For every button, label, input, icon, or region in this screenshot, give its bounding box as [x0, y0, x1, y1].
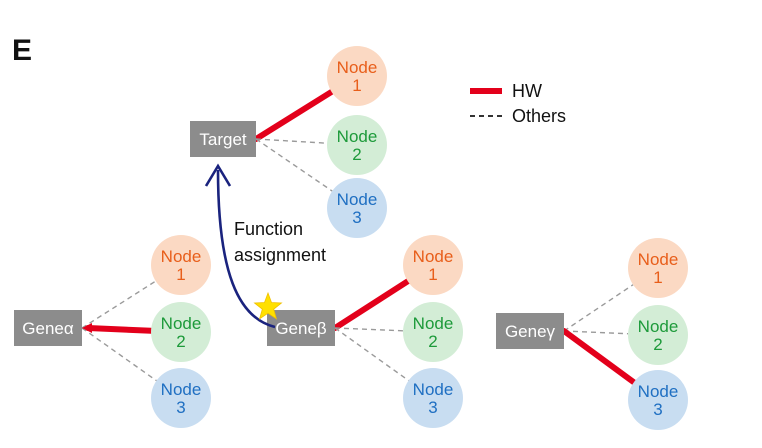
node-label-target-1-line1: Node — [337, 58, 378, 77]
gene-groups: TargetNode1Node2Node3GeneαNode1Node2Node… — [14, 46, 688, 430]
node-label-genealpha-3-line2: 3 — [176, 398, 185, 417]
node-label-genebeta-1-line1: Node — [413, 247, 454, 266]
node-label-target-2-line1: Node — [337, 127, 378, 146]
hw-edge-genealpha-node2 — [85, 325, 155, 334]
node-circle-genebeta-1 — [403, 235, 463, 295]
node-label-genegamma-1-line2: 1 — [653, 268, 662, 287]
gene-box-target — [190, 121, 256, 157]
legend-hw-label: HW — [512, 81, 542, 101]
gene-label-genealpha: Geneα — [22, 319, 74, 338]
node-label-genegamma-3-line1: Node — [638, 382, 679, 401]
gene-label-target: Target — [199, 130, 247, 149]
gene-box-genegamma — [496, 313, 564, 349]
other-edge-genegamma-node1 — [563, 284, 634, 332]
legend-others-label: Others — [512, 106, 566, 126]
node-label-target-1-line2: 1 — [352, 76, 361, 95]
node-label-genealpha-1-line1: Node — [161, 247, 202, 266]
node-label-genebeta-2-line1: Node — [413, 314, 454, 333]
node-label-genealpha-3-line1: Node — [161, 380, 202, 399]
function-assignment-arrow — [216, 169, 276, 329]
node-label-genealpha-2-line2: 2 — [176, 332, 185, 351]
other-edge-target-node2 — [255, 138, 328, 144]
node-circle-genealpha-3 — [151, 368, 211, 428]
hw-edge-target-node1 — [253, 88, 335, 142]
function-assignment-label-line2: assignment — [234, 245, 326, 265]
hw-edge-arrowhead-genealpha — [82, 323, 92, 333]
node-label-genegamma-2-line2: 2 — [653, 335, 662, 354]
node-circle-genealpha-2 — [151, 302, 211, 362]
gene-label-genebeta: Geneβ — [275, 319, 327, 338]
other-edge-genebeta-node3 — [334, 327, 409, 382]
function-assignment-arrowhead — [204, 163, 232, 187]
node-label-genealpha-1-line2: 1 — [176, 265, 185, 284]
node-label-target-2-line2: 2 — [352, 145, 361, 164]
node-label-genebeta-1-line2: 1 — [428, 265, 437, 284]
node-circle-target-3 — [327, 178, 387, 238]
other-edge-genealpha-node3 — [81, 327, 157, 382]
hw-edge-genegamma-node3 — [561, 328, 637, 386]
other-edge-target-node3 — [255, 138, 333, 192]
node-label-genebeta-2-line2: 2 — [428, 332, 437, 351]
node-circle-genebeta-3 — [403, 368, 463, 428]
node-label-genebeta-3-line2: 3 — [428, 398, 437, 417]
node-circle-genegamma-3 — [628, 370, 688, 430]
node-circle-genebeta-2 — [403, 302, 463, 362]
function-assignment: Function assignment — [204, 163, 326, 329]
other-edge-genegamma-node2 — [563, 330, 629, 335]
gene-box-genealpha — [14, 310, 82, 346]
node-circle-genealpha-1 — [151, 235, 211, 295]
node-circle-genegamma-1 — [628, 238, 688, 298]
gene-box-genebeta — [267, 310, 335, 346]
node-label-genealpha-2-line1: Node — [161, 314, 202, 333]
other-edge-genealpha-node1 — [81, 280, 157, 329]
legend: HW Others — [470, 81, 566, 126]
node-label-target-3-line2: 3 — [352, 208, 361, 227]
node-circle-target-2 — [327, 115, 387, 175]
hw-edge-genebeta-node1 — [332, 278, 411, 331]
other-edge-genebeta-node2 — [334, 327, 404, 332]
node-circle-genegamma-2 — [628, 305, 688, 365]
node-circle-target-1 — [327, 46, 387, 106]
node-label-genegamma-2-line1: Node — [638, 317, 679, 336]
star-icon — [253, 291, 283, 320]
function-assignment-label-line1: Function — [234, 219, 303, 239]
node-label-genebeta-3-line1: Node — [413, 380, 454, 399]
panel-label: E — [12, 34, 32, 67]
gene-label-genegamma: Geneγ — [505, 322, 556, 341]
node-label-target-3-line1: Node — [337, 190, 378, 209]
node-label-genegamma-3-line2: 3 — [653, 400, 662, 419]
node-label-genegamma-1-line1: Node — [638, 250, 679, 269]
